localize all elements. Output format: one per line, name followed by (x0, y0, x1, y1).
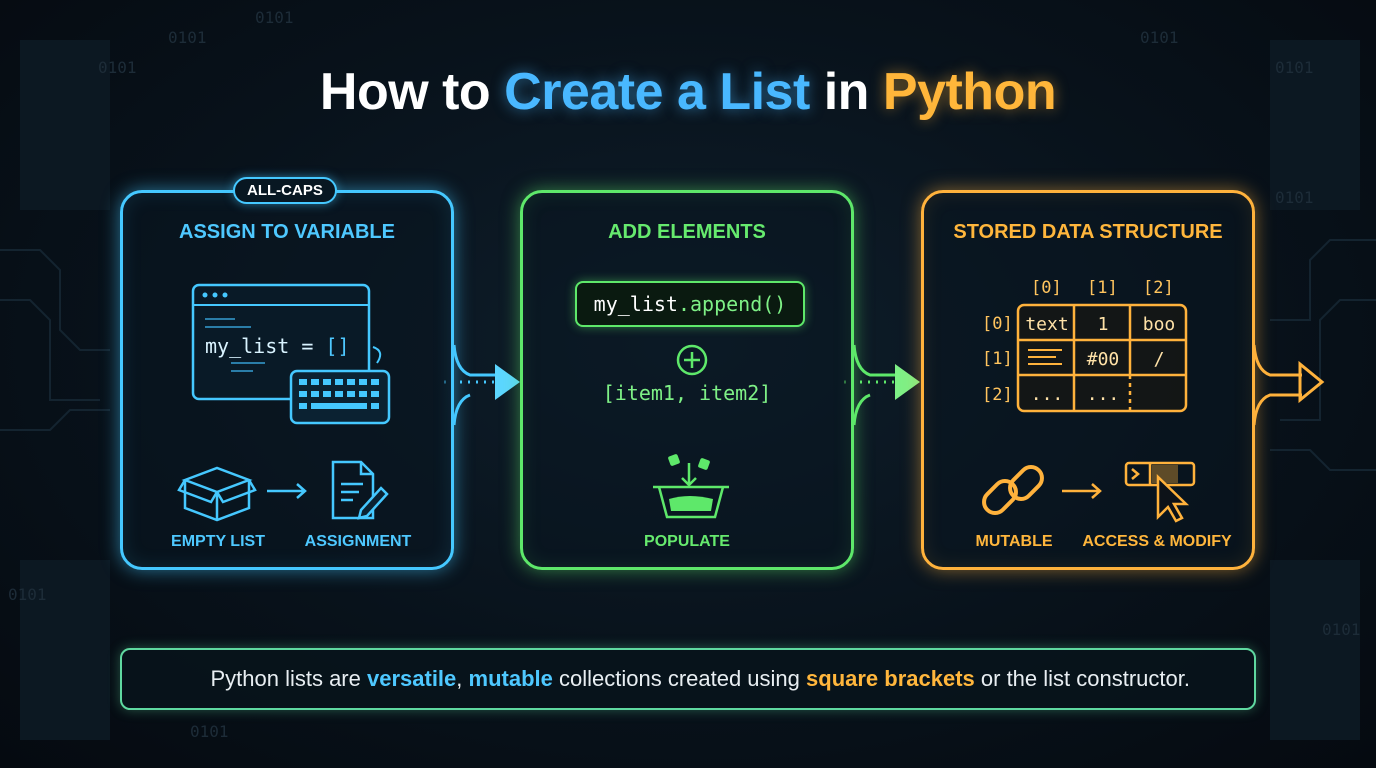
items-list-code: [item1, item2] (602, 381, 772, 405)
grid-cell: #00 (1086, 349, 1120, 370)
row-index: [1] (982, 349, 1013, 369)
caption-empty-list: EMPTY LIST (171, 533, 265, 550)
summary-highlight-square-brackets: square brackets (806, 666, 975, 691)
binary-text: 0101 (1322, 620, 1361, 639)
basket-icon (653, 454, 729, 519)
binary-text: 0101 (255, 8, 294, 27)
summary-text: Python lists are (210, 666, 367, 691)
document-pencil-icon (331, 460, 389, 520)
binary-text: 0101 (8, 585, 47, 604)
caption-mutable: MUTABLE (975, 533, 1053, 550)
caption-assignment: ASSIGNMENT (304, 533, 412, 550)
append-code-box: my_list.append() (575, 281, 805, 327)
summary-text: or the list constructor. (974, 666, 1190, 691)
all-caps-badge: ALL-CAPS (233, 177, 337, 204)
keyboard-icon (289, 346, 391, 425)
page-title: How to Create a List in Python (0, 62, 1376, 122)
cursor-select-icon (1124, 461, 1196, 523)
row-index: [0] (982, 314, 1013, 334)
step-card-assign: ALL-CAPS ASSIGN TO VARIABLE my_list = [] (120, 177, 454, 570)
grid-cell: text (1025, 314, 1069, 335)
code-variable: my_list = (205, 334, 326, 358)
summary-highlight-versatile: versatile (366, 666, 457, 691)
flow-arrow-2 (840, 344, 920, 426)
assignment-code: my_list = [] (205, 334, 350, 358)
chain-link-icon (982, 465, 1044, 515)
title-highlight-orange: Python (882, 63, 1057, 121)
caption-populate: POPULATE (644, 533, 730, 550)
step-title: STORED DATA STRUCTURE (953, 221, 1223, 243)
grid-cell: boo (1142, 314, 1176, 335)
open-box-icon (177, 466, 257, 522)
binary-text: 0101 (98, 58, 137, 77)
binary-text: 0101 (1140, 28, 1179, 47)
append-variable: my_list (593, 292, 678, 316)
right-arrow-icon (1062, 483, 1102, 499)
summary-text: collections created using (552, 666, 807, 691)
binary-text: 0101 (1275, 58, 1314, 77)
append-method: .append() (677, 292, 787, 316)
flow-arrow-3 (1252, 344, 1325, 426)
summary-banner: Python lists are versatile, mutable coll… (120, 648, 1256, 710)
row-index: [2] (982, 385, 1013, 405)
binary-text: 0101 (1275, 188, 1314, 207)
column-index: [1] (1087, 278, 1118, 298)
step-title: ASSIGN TO VARIABLE (179, 221, 395, 243)
data-grid (1016, 303, 1188, 413)
binary-text: 0101 (168, 28, 207, 47)
grid-cell: / (1153, 349, 1165, 370)
grid-cell: ... (1086, 384, 1120, 405)
grid-cell: 1 (1097, 314, 1109, 335)
summary-highlight-mutable: mutable (468, 666, 553, 691)
binary-text: 0101 (190, 722, 229, 741)
column-index: [2] (1143, 278, 1174, 298)
column-index: [0] (1031, 278, 1062, 298)
step-title: ADD ELEMENTS (608, 221, 766, 243)
step-card-data-structure: STORED DATA STRUCTURE [0] [1] [2] [0] [1… (921, 190, 1255, 570)
title-part: in (809, 63, 883, 121)
step-card-add-elements: ADD ELEMENTS my_list.append() [item1, it… (520, 190, 854, 570)
flow-arrow-1 (440, 344, 520, 426)
title-highlight-blue: Create a List (504, 63, 810, 121)
title-part: How to (319, 63, 505, 121)
code-brackets: [] (325, 334, 350, 358)
grid-cell: ... (1030, 384, 1064, 405)
right-arrow-icon (267, 483, 307, 499)
plus-circle-icon (676, 344, 708, 376)
text-lines-icon (1028, 349, 1062, 365)
caption-access-modify: ACCESS & MODIFY (1082, 533, 1232, 550)
summary-text: , (456, 666, 469, 691)
